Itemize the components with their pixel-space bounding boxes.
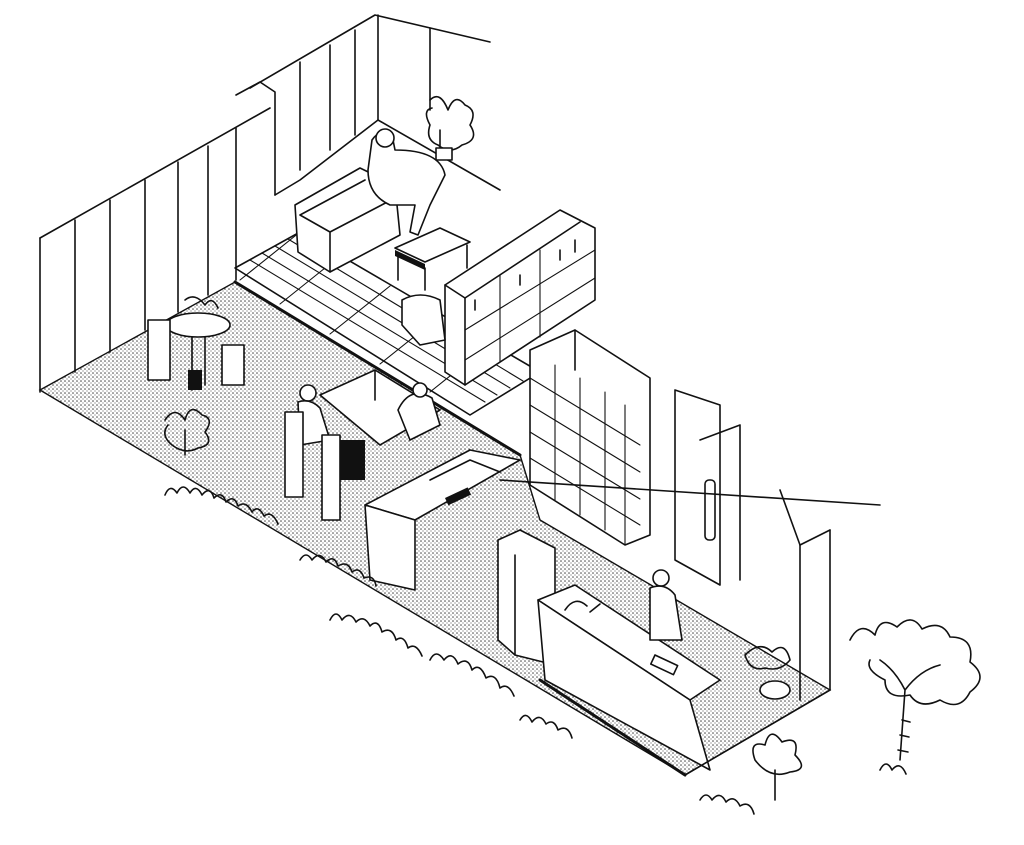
coffee-table — [394, 227, 471, 291]
front-floor-edge — [538, 678, 687, 777]
kitchen-island — [364, 449, 521, 591]
right-wall-frame — [499, 479, 881, 701]
armchair — [401, 294, 446, 346]
storage-wall-unit — [529, 329, 651, 546]
doorway — [674, 389, 741, 586]
kitchen-counter — [537, 584, 721, 771]
seated-person-upper — [367, 128, 446, 236]
person-reclining — [397, 382, 441, 441]
sofa — [294, 167, 401, 273]
potted-plant-left — [164, 408, 211, 456]
small-tree-front — [752, 733, 803, 801]
person-cooking — [649, 569, 683, 641]
room-divider-shelf — [444, 209, 596, 386]
upper-room-walls — [235, 14, 501, 196]
shrubs — [164, 486, 907, 815]
seated-person-desk — [284, 384, 365, 521]
potted-plant-upper — [425, 95, 475, 161]
left-wall — [39, 107, 271, 393]
dining-table — [147, 296, 245, 391]
potted-plant-kitchen — [744, 645, 791, 700]
tree-right — [849, 619, 981, 761]
